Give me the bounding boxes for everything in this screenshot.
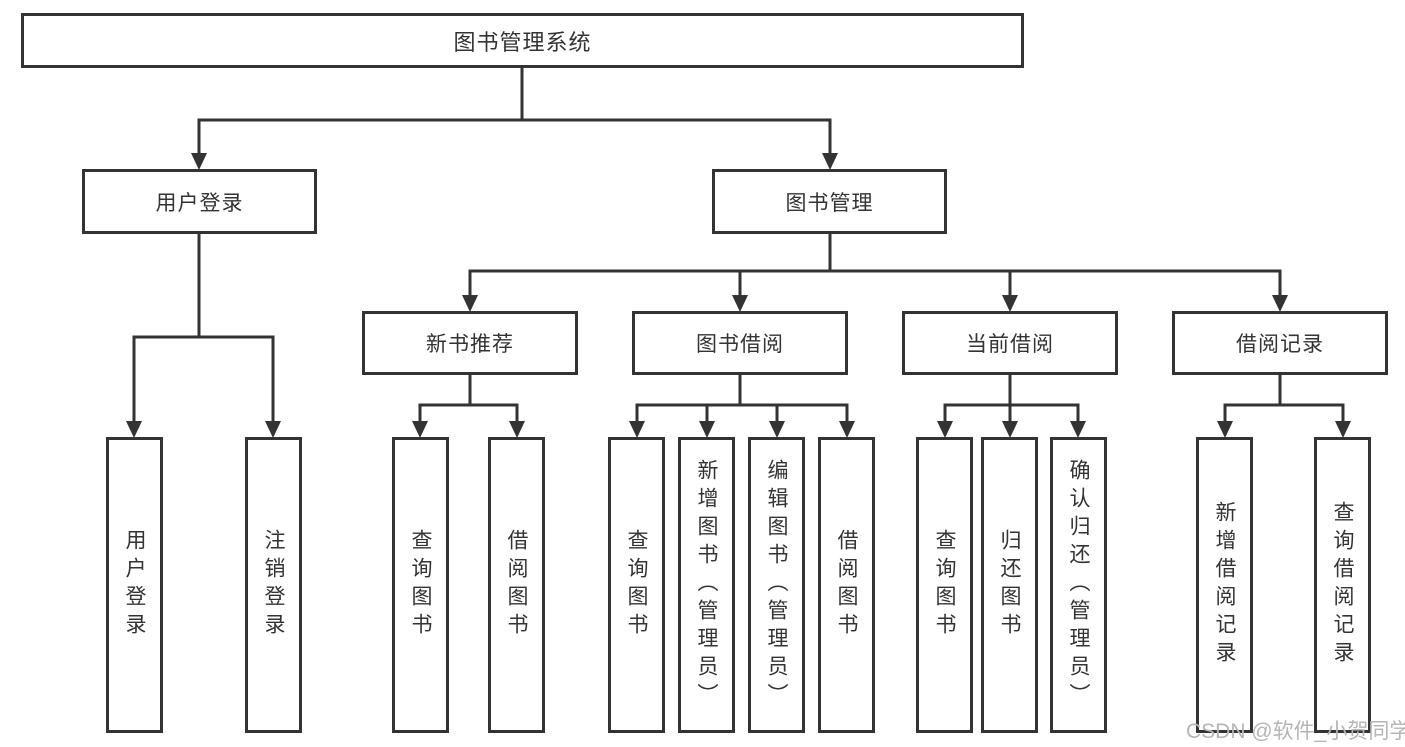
leaf-borrow-books-borrowing: 借阅图书	[818, 437, 875, 733]
leaf-return-books: 归还图书	[981, 437, 1038, 733]
node-label: 用户登录	[123, 529, 146, 641]
node-label: 图书借阅	[696, 333, 784, 356]
leaf-user-login: 用户登录	[106, 437, 163, 733]
connector-root-to-level2	[191, 66, 838, 170]
node-label: 查询借阅记录	[1331, 501, 1354, 669]
leaf-query-books-borrowing: 查询图书	[608, 437, 665, 733]
node-label: 借阅记录	[1236, 333, 1324, 356]
leaf-edit-books-admin: 编辑图书（管理员）	[748, 437, 805, 733]
node-borrowing-records: 借阅记录	[1172, 311, 1388, 375]
connector-book-management-to-level3	[462, 232, 1288, 312]
node-label: 图书管理系统	[453, 29, 592, 55]
node-label: 当前借阅	[966, 333, 1054, 356]
node-label: 查询图书	[625, 529, 648, 641]
connector-user-login-to-leaves	[126, 232, 281, 438]
node-new-book-recommend: 新书推荐	[362, 311, 578, 375]
node-label: 归还图书	[998, 529, 1021, 641]
node-label: 借阅图书	[505, 529, 528, 641]
node-current-borrowing: 当前借阅	[902, 311, 1118, 375]
leaf-borrow-books-recommend: 借阅图书	[488, 437, 545, 733]
leaf-add-books-admin: 新增图书（管理员）	[678, 437, 735, 733]
connector-new-book-recommend-to-leaves	[412, 373, 525, 438]
node-label: 确认归还（管理员）	[1067, 459, 1090, 711]
node-label: 新增图书（管理员）	[695, 459, 718, 711]
node-book-borrowing: 图书借阅	[632, 311, 848, 375]
leaf-add-borrow-record: 新增借阅记录	[1196, 437, 1253, 733]
leaf-query-books-current: 查询图书	[916, 437, 973, 733]
node-label: 新书推荐	[426, 333, 514, 356]
node-label: 新增借阅记录	[1213, 501, 1236, 669]
connector-current-borrowing-to-leaves	[937, 373, 1086, 438]
connector-book-borrowing-to-leaves	[629, 373, 855, 438]
node-label: 用户登录	[155, 191, 244, 215]
node-library-management-system: 图书管理系统	[21, 13, 1024, 68]
connector-borrowing-records-to-leaves	[1217, 373, 1351, 438]
node-label: 图书管理	[785, 191, 874, 215]
leaf-confirm-return-admin: 确认归还（管理员）	[1050, 437, 1107, 733]
leaf-logout: 注销登录	[245, 437, 302, 733]
node-label: 注销登录	[262, 529, 285, 641]
node-label: 查询图书	[933, 529, 956, 641]
leaf-query-borrow-record: 查询借阅记录	[1314, 437, 1371, 733]
leaf-query-books-recommend: 查询图书	[392, 437, 449, 733]
node-user-login: 用户登录	[82, 169, 317, 234]
node-label: 编辑图书（管理员）	[765, 459, 788, 711]
node-label: 借阅图书	[835, 529, 858, 641]
node-label: 查询图书	[409, 529, 432, 641]
node-book-management: 图书管理	[712, 169, 947, 234]
